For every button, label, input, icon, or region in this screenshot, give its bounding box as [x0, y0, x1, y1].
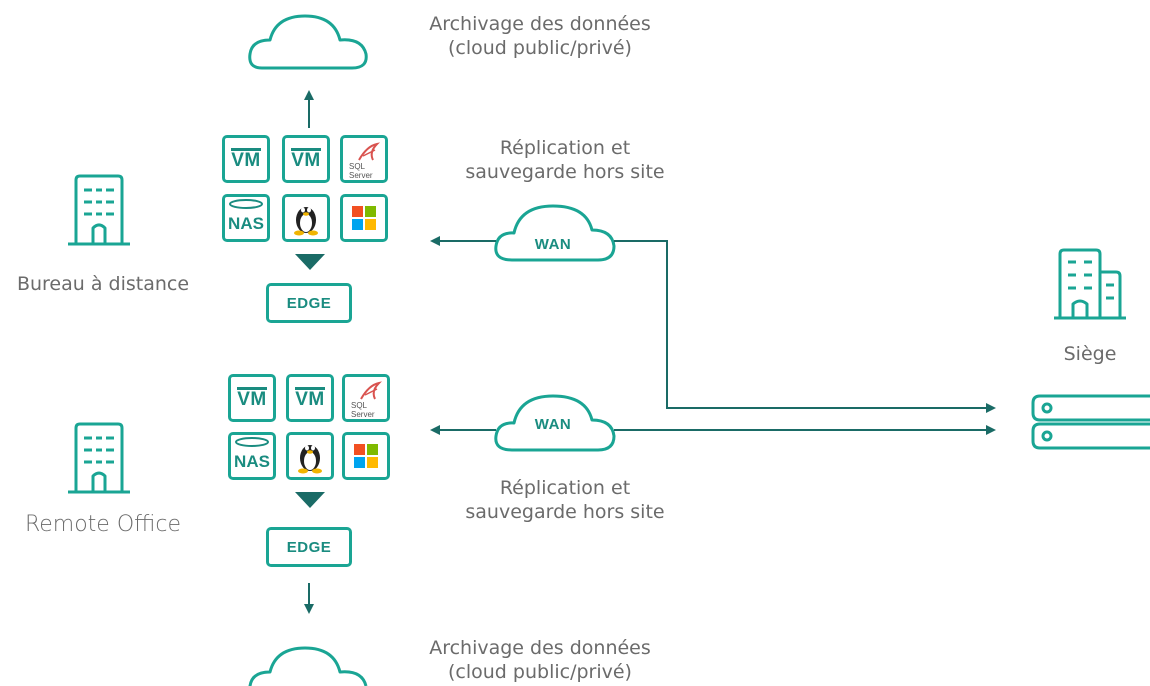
- top-wan-to-hq-line: [614, 240, 996, 413]
- bottom-windows-tile: [342, 432, 390, 480]
- top-replication-line2: sauvegarde hors site: [465, 161, 665, 183]
- top-sql-server-tile: SQL Server: [340, 135, 388, 183]
- top-windows-tile: [340, 194, 388, 242]
- nas-label: NAS: [234, 452, 270, 471]
- windows-logo-icon: [352, 206, 376, 230]
- top-edge-box: EDGE: [266, 283, 352, 323]
- linux-penguin-icon: [298, 445, 322, 474]
- linux-penguin-icon: [294, 207, 318, 236]
- bottom-archive-label: Archivage des données (cloud public/priv…: [400, 636, 680, 684]
- vm-label: VM: [295, 387, 325, 410]
- nas-cylinder-icon: [229, 199, 263, 209]
- top-down-triangle-icon: [295, 254, 325, 270]
- top-wan-cloud-icon: [494, 204, 616, 262]
- bottom-replication-line1: Réplication et: [499, 477, 631, 499]
- top-replication-label: Réplication et sauvegarde hors site: [450, 136, 680, 184]
- bottom-nas-tile: NAS: [228, 432, 276, 480]
- bottom-cloud-icon: [248, 646, 368, 686]
- top-office-label: Bureau à distance: [16, 273, 190, 295]
- top-vm-tile-1: VM: [222, 135, 270, 183]
- bottom-linux-tile: [286, 432, 334, 480]
- top-linux-tile: [282, 194, 330, 242]
- top-nas-tile: NAS: [222, 194, 270, 242]
- bottom-sql-server-tile: SQL Server: [342, 374, 390, 422]
- sql-server-label: SQL Server: [351, 401, 375, 419]
- sql-server-label: SQL Server: [349, 162, 373, 180]
- bottom-down-triangle-icon: [295, 492, 325, 508]
- top-vm-tile-2: VM: [282, 135, 330, 183]
- bottom-replication-line2: sauvegarde hors site: [465, 501, 665, 523]
- bottom-wan-cloud-icon: [494, 394, 616, 452]
- windows-logo-icon: [354, 444, 378, 468]
- hq-label: Siège: [1063, 343, 1117, 365]
- bottom-archive-label-line2: (cloud public/privé): [448, 661, 632, 683]
- vm-label: VM: [231, 148, 261, 171]
- headquarters-building-icon: [1054, 248, 1126, 320]
- top-wan-label: WAN: [534, 236, 572, 253]
- bottom-wan-label: WAN: [534, 416, 572, 433]
- top-archive-label-line2: (cloud public/privé): [448, 37, 632, 59]
- top-archive-label-line1: Archivage des données: [429, 13, 651, 35]
- bottom-archive-label-line1: Archivage des données: [429, 637, 651, 659]
- top-archive-label: Archivage des données (cloud public/priv…: [400, 12, 680, 60]
- top-cloud-icon: [248, 14, 368, 70]
- vm-label: VM: [291, 148, 321, 171]
- nas-cylinder-icon: [235, 437, 269, 447]
- top-office-building-icon: [68, 174, 130, 246]
- bottom-edge-box: EDGE: [266, 527, 352, 567]
- top-replication-line1: Réplication et: [499, 137, 631, 159]
- sql-server-icon: [360, 381, 383, 400]
- bottom-vm-tile-2: VM: [286, 374, 334, 422]
- server-icon: [1031, 394, 1150, 450]
- bottom-office-label: Remote Office: [24, 512, 182, 537]
- vm-label: VM: [237, 387, 267, 410]
- bottom-vm-tile-1: VM: [228, 374, 276, 422]
- bottom-replication-label: Réplication et sauvegarde hors site: [450, 476, 680, 524]
- nas-label: NAS: [228, 214, 264, 233]
- sql-server-icon: [358, 142, 381, 161]
- bottom-office-building-icon: [68, 422, 130, 494]
